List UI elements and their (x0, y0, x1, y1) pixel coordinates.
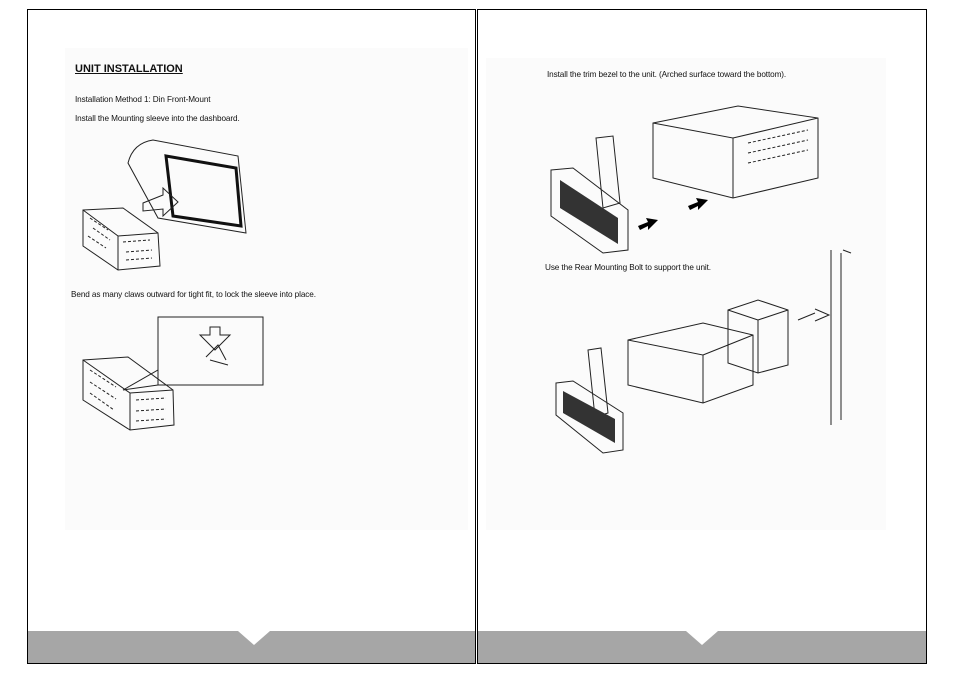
right-page: Install the trim bezel to the unit. (Arc… (477, 9, 927, 664)
page-footer-bar (28, 631, 475, 663)
trim-bezel-install-illustration (550, 105, 819, 254)
sleeve-into-dashboard-illustration (82, 139, 247, 271)
step-instruction-1: Install the Mounting sleeve into the das… (75, 114, 240, 123)
left-page: UNIT INSTALLATION Installation Method 1:… (27, 9, 476, 664)
step-instruction-2: Bend as many claws outward for tight fit… (71, 290, 316, 299)
rear-mounting-bolt-illustration (555, 249, 852, 454)
footer-notch (238, 631, 270, 645)
bend-claws-illustration (82, 316, 264, 431)
section-heading: UNIT INSTALLATION (75, 63, 183, 75)
scan-area (65, 48, 468, 530)
step-instruction-4: Use the Rear Mounting Bolt to support th… (545, 263, 711, 272)
page-footer-bar (478, 631, 926, 663)
scan-area (486, 58, 886, 530)
footer-notch (686, 631, 718, 645)
installation-method: Installation Method 1: Din Front-Mount (75, 95, 211, 104)
step-instruction-3: Install the trim bezel to the unit. (Arc… (547, 70, 787, 79)
